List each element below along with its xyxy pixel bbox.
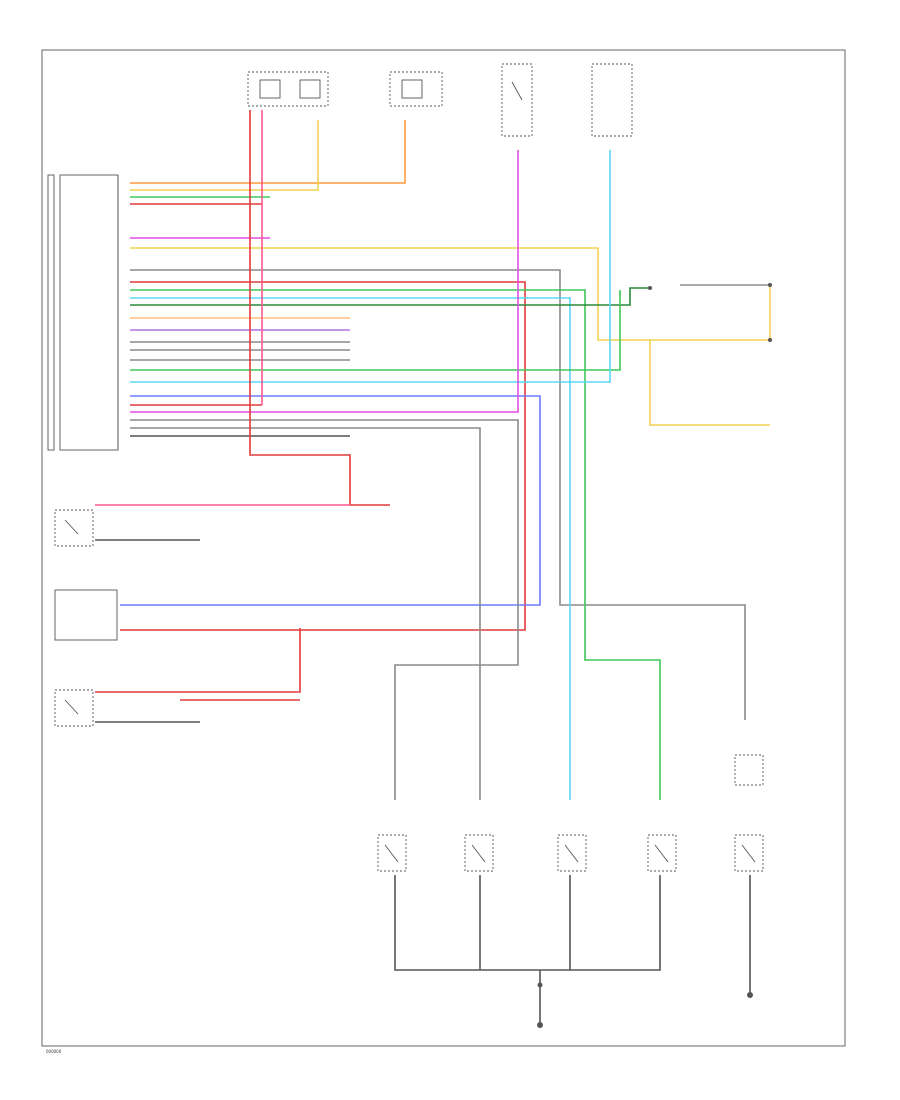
top-relay-2 — [389, 71, 443, 107]
diagram-frame — [41, 49, 846, 1047]
bottom-switch-3 — [557, 834, 587, 970]
bottom-splice-ground — [537, 970, 543, 1028]
right-connector — [734, 754, 764, 786]
left-switch-1 — [54, 504, 390, 547]
top-relay-1 — [247, 71, 329, 107]
top-right-connector — [591, 63, 633, 137]
module-wires — [120, 120, 771, 800]
control-module — [47, 174, 119, 451]
bottom-switch-2 — [464, 834, 494, 970]
top-switch — [501, 63, 533, 137]
bottom-switch-4 — [540, 834, 677, 971]
bottom-switch-5 — [734, 834, 764, 998]
left-connector-2 — [54, 589, 118, 641]
right-relay — [648, 283, 772, 342]
bottom-switch-1 — [377, 834, 540, 971]
left-switch-3 — [54, 628, 301, 727]
footer-code: 000000 — [46, 1049, 62, 1054]
vertical-wires — [249, 110, 770, 505]
